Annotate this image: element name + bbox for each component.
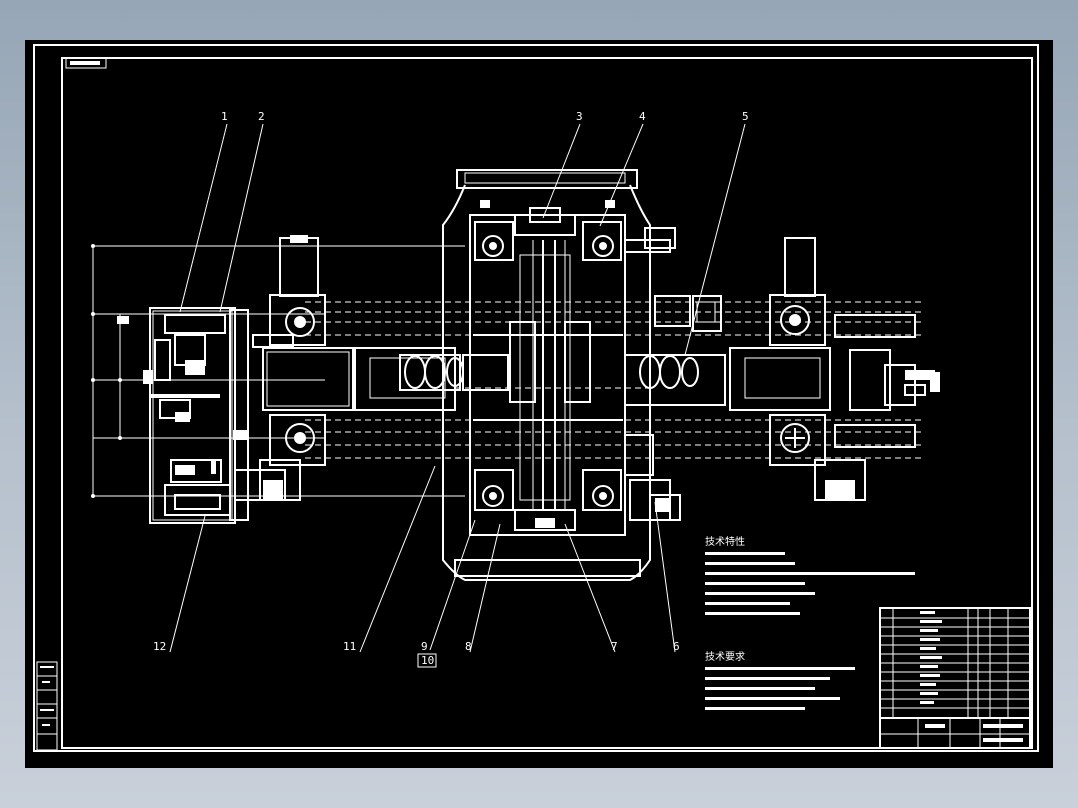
callout-10: 10 bbox=[421, 654, 434, 667]
tech-spec-heading: 技术特性 bbox=[705, 535, 745, 548]
left-coupling bbox=[399, 354, 509, 391]
callout-5: 5 bbox=[742, 110, 749, 123]
leader-lines bbox=[169, 123, 746, 653]
cad-viewport[interactable]: 1 2 3 4 5 6 7 8 9 10 11 12 技术特性 技术要求 bbox=[25, 40, 1053, 768]
callout-1: 1 bbox=[221, 110, 228, 123]
callout-9: 9 bbox=[421, 640, 428, 653]
callout-12: 12 bbox=[153, 640, 166, 653]
callout-3: 3 bbox=[576, 110, 583, 123]
callout-8: 8 bbox=[465, 640, 472, 653]
title-block bbox=[879, 607, 1031, 749]
top-tag-box bbox=[65, 57, 107, 69]
callout-2: 2 bbox=[258, 110, 265, 123]
callout-11: 11 bbox=[343, 640, 356, 653]
machine-assembly bbox=[91, 123, 940, 653]
outer-border bbox=[33, 44, 1039, 752]
callout-labels: 1 2 3 4 5 6 7 8 9 10 11 12 bbox=[153, 110, 749, 668]
tech-spec-lines bbox=[705, 552, 915, 615]
left-binding-strip bbox=[36, 661, 58, 751]
left-motor-assembly bbox=[117, 307, 294, 524]
title-block-entries bbox=[920, 611, 1023, 742]
tech-notes: 技术特性 技术要求 bbox=[705, 535, 915, 710]
inner-frame bbox=[61, 57, 1033, 749]
callout-7: 7 bbox=[611, 640, 618, 653]
tech-req-heading: 技术要求 bbox=[705, 650, 745, 663]
top-tag-mark bbox=[70, 61, 100, 65]
callout-10-box bbox=[417, 653, 437, 668]
shaft-centerlines bbox=[305, 301, 925, 459]
callout-4: 4 bbox=[639, 110, 646, 123]
callout-6: 6 bbox=[673, 640, 680, 653]
drawing-sheet: 1 2 3 4 5 6 7 8 9 10 11 12 技术特性 技术要求 bbox=[33, 44, 1039, 752]
left-roller-pedestal bbox=[259, 235, 456, 501]
right-roller-pedestal bbox=[729, 237, 940, 501]
tech-req-lines bbox=[705, 667, 855, 710]
right-coupling bbox=[624, 295, 726, 521]
